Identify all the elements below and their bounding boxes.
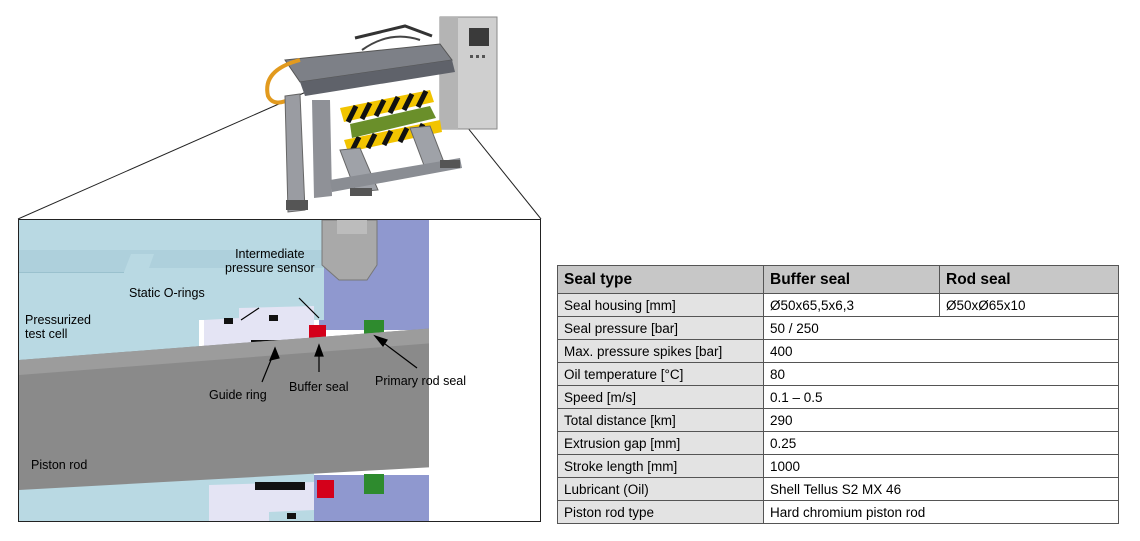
orange-cable bbox=[265, 58, 301, 105]
cabinet-screen bbox=[469, 28, 489, 46]
table-row: Piston rod type Hard chromium piston rod bbox=[557, 500, 1119, 524]
table-row: Seal housing [mm] Ø50x65,5x6,3 Ø50xØ65x1… bbox=[557, 293, 1119, 317]
label-static-orings: Static O-rings bbox=[129, 286, 205, 300]
header-seal-type: Seal type bbox=[557, 265, 764, 294]
row-label: Seal housing [mm] bbox=[557, 293, 764, 317]
piston-rod bbox=[19, 323, 540, 490]
label-primary-rod-seal: Primary rod seal bbox=[375, 374, 466, 388]
static-oring-2 bbox=[269, 315, 278, 321]
table-row: Total distance [km] 290 bbox=[557, 408, 1119, 432]
row-value: 0.25 bbox=[763, 431, 1119, 455]
cross-section-drawing bbox=[19, 220, 540, 521]
table-row: Lubricant (Oil) Shell Tellus S2 MX 46 bbox=[557, 477, 1119, 501]
header-buffer-seal: Buffer seal bbox=[763, 265, 940, 294]
zoom-line-left bbox=[17, 91, 307, 219]
header-rod-seal: Rod seal bbox=[939, 265, 1119, 294]
test-rig-illustration bbox=[17, 16, 542, 219]
oring-carrier-lower bbox=[209, 482, 314, 521]
row-label: Speed [m/s] bbox=[557, 385, 764, 409]
label-intermediate-sensor: Intermediate pressure sensor bbox=[225, 247, 315, 275]
row-value: Ø50xØ65x10 bbox=[939, 293, 1119, 317]
table-row: Oil temperature [°C] 80 bbox=[557, 362, 1119, 386]
row-value: 80 bbox=[763, 362, 1119, 386]
seal-cross-section-detail: Intermediate pressure sensor Static O-ri… bbox=[18, 219, 541, 522]
row-value: 290 bbox=[763, 408, 1119, 432]
row-label: Extrusion gap [mm] bbox=[557, 431, 764, 455]
row-label: Oil temperature [°C] bbox=[557, 362, 764, 386]
row-value: Ø50x65,5x6,3 bbox=[763, 293, 940, 317]
table-header-row: Seal type Buffer seal Rod seal bbox=[557, 265, 1119, 294]
table-row: Extrusion gap [mm] 0.25 bbox=[557, 431, 1119, 455]
row-value: Shell Tellus S2 MX 46 bbox=[763, 477, 1119, 501]
table-row: Max. pressure spikes [bar] 400 bbox=[557, 339, 1119, 363]
row-value: Hard chromium piston rod bbox=[763, 500, 1119, 524]
label-buffer-seal: Buffer seal bbox=[289, 380, 349, 394]
table-row: Speed [m/s] 0.1 – 0.5 bbox=[557, 385, 1119, 409]
row-label: Stroke length [mm] bbox=[557, 454, 764, 478]
row-label: Total distance [km] bbox=[557, 408, 764, 432]
row-label: Seal pressure [bar] bbox=[557, 316, 764, 340]
intermediate-pressure-sensor bbox=[321, 220, 378, 281]
label-guide-ring: Guide ring bbox=[209, 388, 267, 402]
label-piston-rod: Piston rod bbox=[31, 458, 88, 472]
row-value: 50 / 250 bbox=[763, 316, 1119, 340]
row-label: Piston rod type bbox=[557, 500, 764, 524]
test-parameters-table: Seal type Buffer seal Rod seal Seal hous… bbox=[557, 265, 1119, 524]
row-label: Lubricant (Oil) bbox=[557, 477, 764, 501]
table-row: Stroke length [mm] 1000 bbox=[557, 454, 1119, 478]
seal-housing-lower bbox=[309, 475, 429, 521]
zoom-line-right bbox=[454, 111, 542, 219]
static-oring-1 bbox=[224, 318, 233, 324]
row-value: 400 bbox=[763, 339, 1119, 363]
table-row: Seal pressure [bar] 50 / 250 bbox=[557, 316, 1119, 340]
row-value: 1000 bbox=[763, 454, 1119, 478]
row-label: Max. pressure spikes [bar] bbox=[557, 339, 764, 363]
label-pressurized-cell: Pressurized test cell bbox=[25, 313, 91, 341]
row-value: 0.1 – 0.5 bbox=[763, 385, 1119, 409]
